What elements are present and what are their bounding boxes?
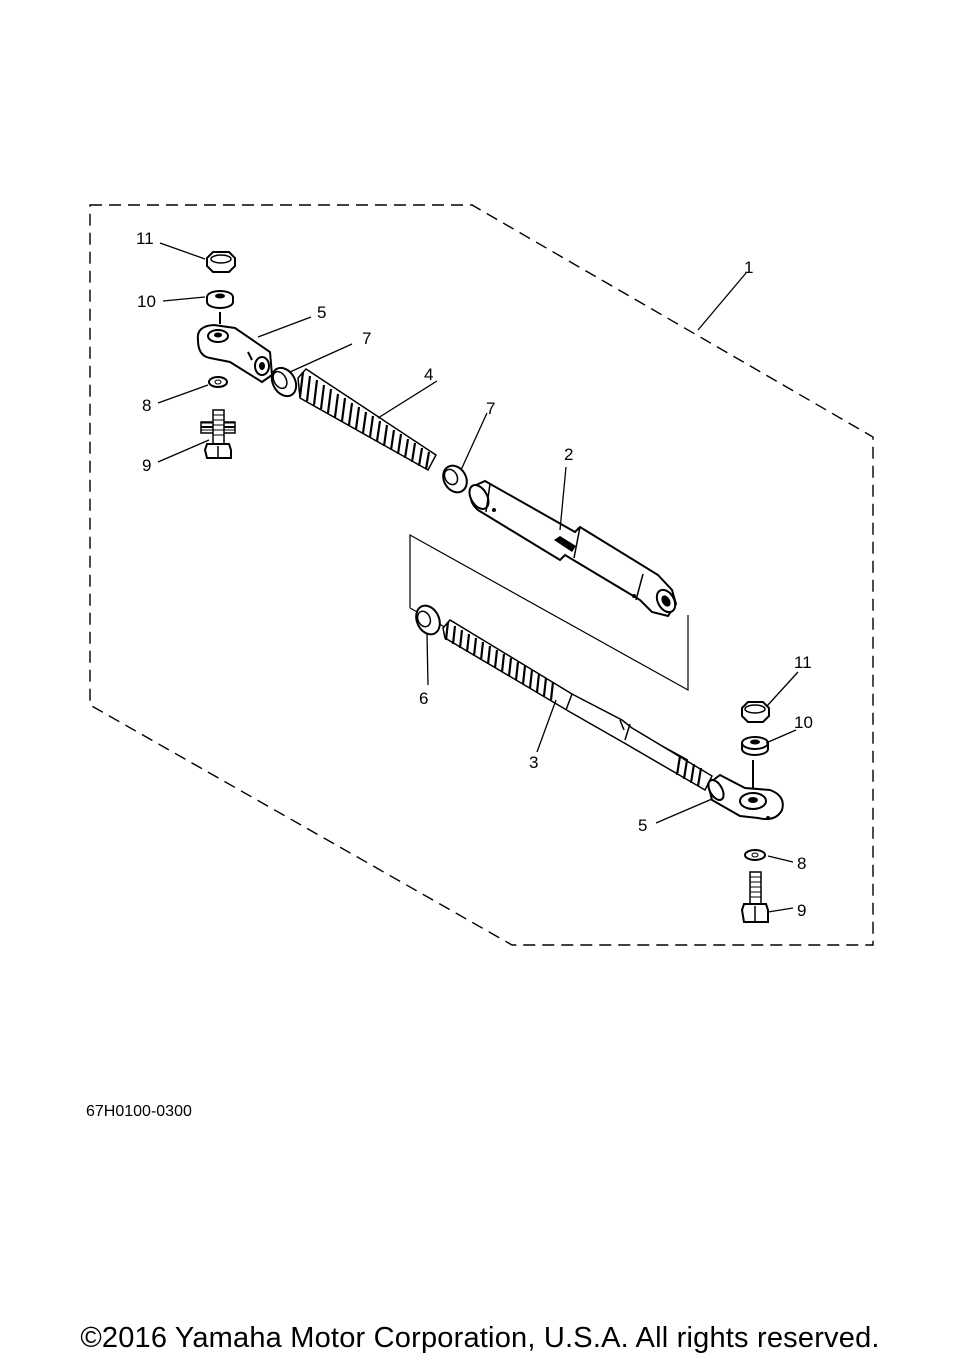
leader-lines [157,242,799,913]
threaded-rod-3 [442,619,713,792]
nut-6 [415,604,441,636]
callout-3: 3 [529,753,538,772]
callout-5-bottom: 5 [638,816,647,835]
callout-10-bottom: 10 [794,713,813,732]
nut-7-left [270,366,298,398]
washer-8-top [208,376,228,388]
nut-11-top [206,251,236,273]
callout-8-bottom: 8 [797,854,806,873]
nut-11-bottom [741,701,770,723]
assembly-boundary [89,204,874,946]
tube-2 [468,479,678,618]
washer-10-top [206,290,234,309]
diagram-code: 67H0100-0300 [86,1103,192,1120]
washer-8-bottom [744,849,766,861]
callout-6: 6 [419,689,428,708]
callout-7-right: 7 [486,399,495,418]
callout-11-top: 11 [136,229,154,248]
callout-8-top: 8 [142,396,151,415]
callout-5-top: 5 [317,303,326,322]
copyright-notice: ©2016 Yamaha Motor Corporation, U.S.A. A… [80,1322,880,1354]
bolt-9-bottom [740,871,769,923]
callout-11-bottom: 11 [794,653,812,672]
rod-end-5-top [196,312,274,384]
callout-2: 2 [564,445,573,464]
callout-9-top: 9 [142,456,151,475]
bolt-9-top [200,409,236,459]
washer-10-bottom [741,736,769,756]
nut-7-right [442,464,468,494]
bracket-line [409,533,689,692]
callout-10-top: 10 [137,292,156,311]
callout-4: 4 [424,365,433,384]
callout-1: 1 [744,258,753,277]
threaded-rod-4 [297,368,437,472]
rod-end-5-bottom [706,760,784,820]
callout-9-bottom: 9 [797,901,806,920]
callout-7-left: 7 [362,329,371,348]
